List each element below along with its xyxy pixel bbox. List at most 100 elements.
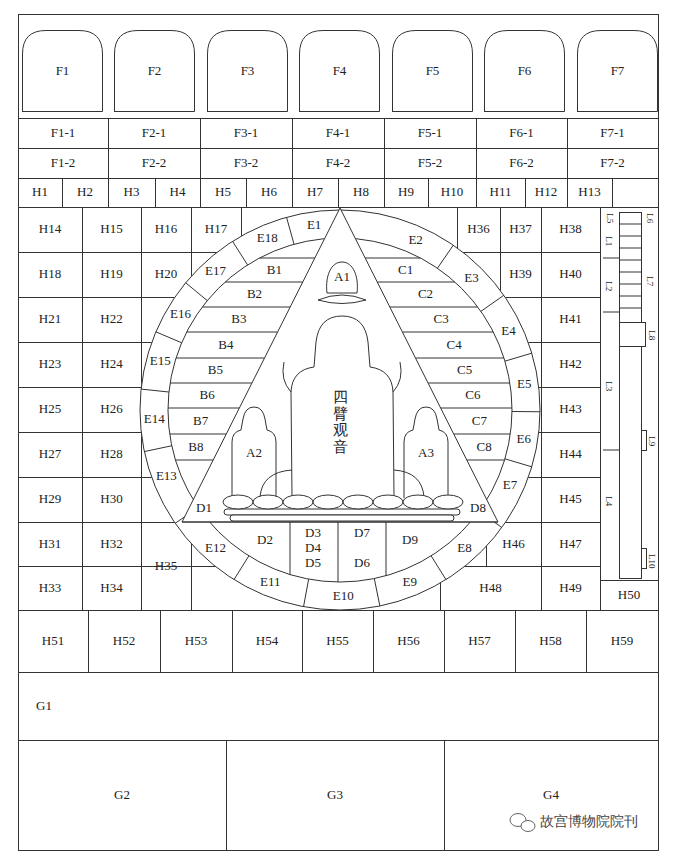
cell-label: F2-2 <box>142 156 167 171</box>
grid-cell: F4-1 <box>292 118 384 148</box>
cell-label: H14 <box>39 222 61 237</box>
cell-outline <box>19 741 227 851</box>
band-cell: B5 <box>207 363 224 378</box>
grid-cell: F2-1 <box>108 118 200 148</box>
arch-panel: F4 <box>299 30 380 112</box>
figure-label-cell: A3 <box>417 446 435 461</box>
cell-outline <box>516 611 587 673</box>
cell-outline <box>19 567 83 611</box>
divider-line <box>287 217 294 244</box>
cell-label: A1 <box>334 269 350 284</box>
ring-segment: E4 <box>500 324 516 339</box>
base-cell: D2 <box>256 533 274 548</box>
cell-label: H50 <box>618 588 640 603</box>
grid-cell: H41 <box>541 297 600 342</box>
divider-line <box>202 307 290 308</box>
part-label: L2 <box>604 281 614 291</box>
main-buddha-figure <box>394 470 424 497</box>
arch-outline <box>578 31 658 113</box>
arch-panel: F5 <box>392 30 473 112</box>
cell-label: E1 <box>307 217 321 232</box>
arch-panel: F6 <box>484 30 565 112</box>
outer-frame <box>19 15 659 851</box>
arch-outline <box>393 31 473 113</box>
cell-label: C2 <box>418 286 433 301</box>
cell-label: H22 <box>100 312 122 327</box>
cell-label: H48 <box>479 581 501 596</box>
cell-outline <box>83 208 142 253</box>
cell-label: H5 <box>215 185 231 200</box>
column-structure <box>619 272 641 273</box>
arch-panel: F1 <box>22 30 103 112</box>
grid-cell: H19 <box>82 252 141 297</box>
cell-outline <box>477 179 526 208</box>
lotus-petal <box>373 495 403 509</box>
cell-label: F3-1 <box>234 126 259 141</box>
bottom-panel: G2 <box>18 740 226 850</box>
divider-line <box>481 295 504 311</box>
cell-label: F4-2 <box>326 156 351 171</box>
grid-cell: H1 <box>18 178 62 207</box>
cell-label: H51 <box>42 634 64 649</box>
base-divider <box>290 522 291 575</box>
cell-label: D8 <box>470 500 486 515</box>
cell-outline <box>63 179 109 208</box>
main-buddha-figure <box>291 316 394 497</box>
cell-outline <box>233 611 303 673</box>
grid-cell: H6 <box>246 178 292 207</box>
cell-label: H40 <box>559 267 581 282</box>
ring-segment: E5 <box>516 377 532 392</box>
grid-cell: H59 <box>586 610 658 672</box>
cell-label: H4 <box>170 185 186 200</box>
grid-cell: H56 <box>373 610 444 672</box>
cell-outline <box>19 433 83 478</box>
grid-cell: H33 <box>18 566 82 610</box>
cell-label: E12 <box>205 540 226 555</box>
cell-label: E16 <box>170 306 191 321</box>
cell-label: F2-1 <box>142 126 167 141</box>
cell-label: H33 <box>39 581 61 596</box>
grid-cell: H46 <box>486 522 541 566</box>
part-label: L8 <box>647 330 657 340</box>
attendant-figure <box>232 407 276 498</box>
cell-outline <box>429 179 477 208</box>
ring-divider <box>141 210 540 607</box>
part-label: L4 <box>604 496 614 506</box>
divider-line <box>225 282 303 283</box>
cell-label: H55 <box>326 634 348 649</box>
band-cell: B8 <box>187 440 204 455</box>
cell-label: H15 <box>100 222 122 237</box>
cell-outline <box>542 208 601 253</box>
divider-line <box>168 408 239 409</box>
cell-label: D6 <box>354 555 370 570</box>
divider-line <box>402 332 493 333</box>
grid-cell: H50 <box>600 580 658 610</box>
grid-cell: H54 <box>232 610 302 672</box>
cell-label: F3 <box>241 64 255 79</box>
cell-outline <box>227 741 445 851</box>
grid-cell: H42 <box>541 342 600 387</box>
grid-cell: H23 <box>18 342 82 387</box>
band-cell: B4 <box>217 338 234 353</box>
band-cell: B6 <box>199 388 216 403</box>
cell-label: E9 <box>402 574 416 589</box>
divider-line <box>437 245 453 268</box>
grid-cell: F7-2 <box>567 148 658 178</box>
cell-label: C8 <box>477 439 492 454</box>
column-structure <box>619 224 641 225</box>
cell-label: D4 <box>305 540 321 555</box>
grid-cell: H39 <box>500 252 541 297</box>
divider-line <box>505 459 532 467</box>
grid-cell: H21 <box>18 297 82 342</box>
base-cell: D1 <box>195 501 213 516</box>
arch-panel: F2 <box>114 30 195 112</box>
cell-label: E2 <box>408 232 422 247</box>
grid-cell: H18 <box>18 252 82 297</box>
grid-cell: F5-2 <box>384 148 476 178</box>
cell-outline <box>458 208 501 253</box>
cell-label: F1-1 <box>51 126 76 141</box>
ring-segment: E17 <box>204 264 227 279</box>
cell-label: E11 <box>260 574 280 589</box>
cell-outline <box>19 478 83 523</box>
band-cell: C7 <box>471 414 488 429</box>
